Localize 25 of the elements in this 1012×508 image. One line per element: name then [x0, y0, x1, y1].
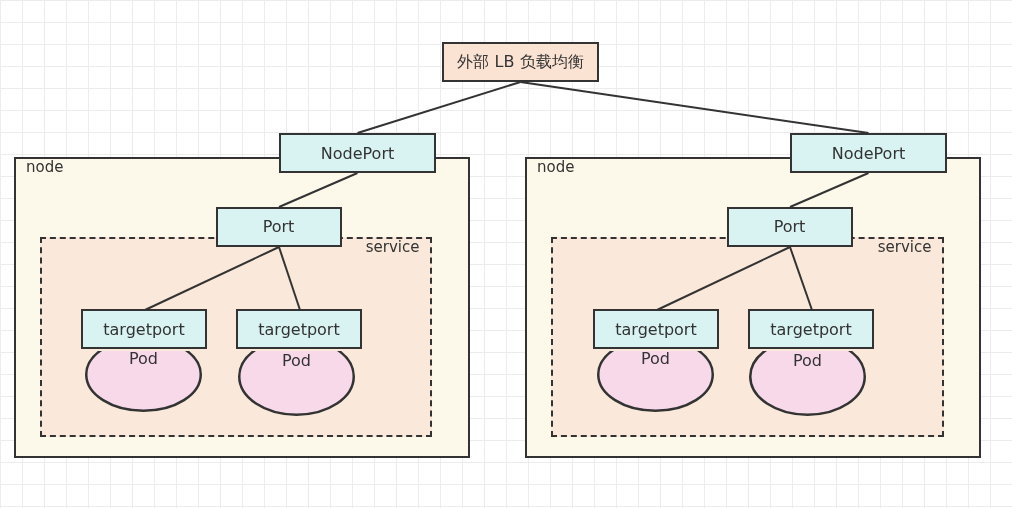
load-balancer-box: 外部 LB 负载均衡 — [442, 42, 599, 82]
port-box: targetport — [748, 309, 874, 349]
connector-line — [656, 246, 791, 311]
port-box: NodePort — [790, 133, 947, 173]
service-box — [550, 236, 944, 437]
node-box — [14, 157, 470, 458]
connector-line — [356, 81, 522, 134]
port-box: NodePort — [279, 133, 436, 173]
connector-line — [278, 246, 301, 311]
node-box — [525, 157, 981, 458]
port-box: Port — [215, 206, 342, 247]
port-box: targetport — [81, 309, 207, 349]
port-box: Port — [726, 206, 853, 247]
node-label: node — [537, 158, 575, 176]
connector-line — [789, 172, 870, 208]
connector-line — [278, 172, 359, 208]
port-box: targetport — [236, 309, 362, 349]
node-label: node — [26, 158, 64, 176]
connector-line — [519, 81, 870, 134]
service-label: service — [365, 237, 420, 256]
service-box — [39, 236, 432, 437]
connector-line — [789, 246, 813, 311]
port-box: targetport — [593, 309, 719, 349]
connector-line — [144, 246, 280, 311]
service-label: service — [877, 237, 932, 256]
